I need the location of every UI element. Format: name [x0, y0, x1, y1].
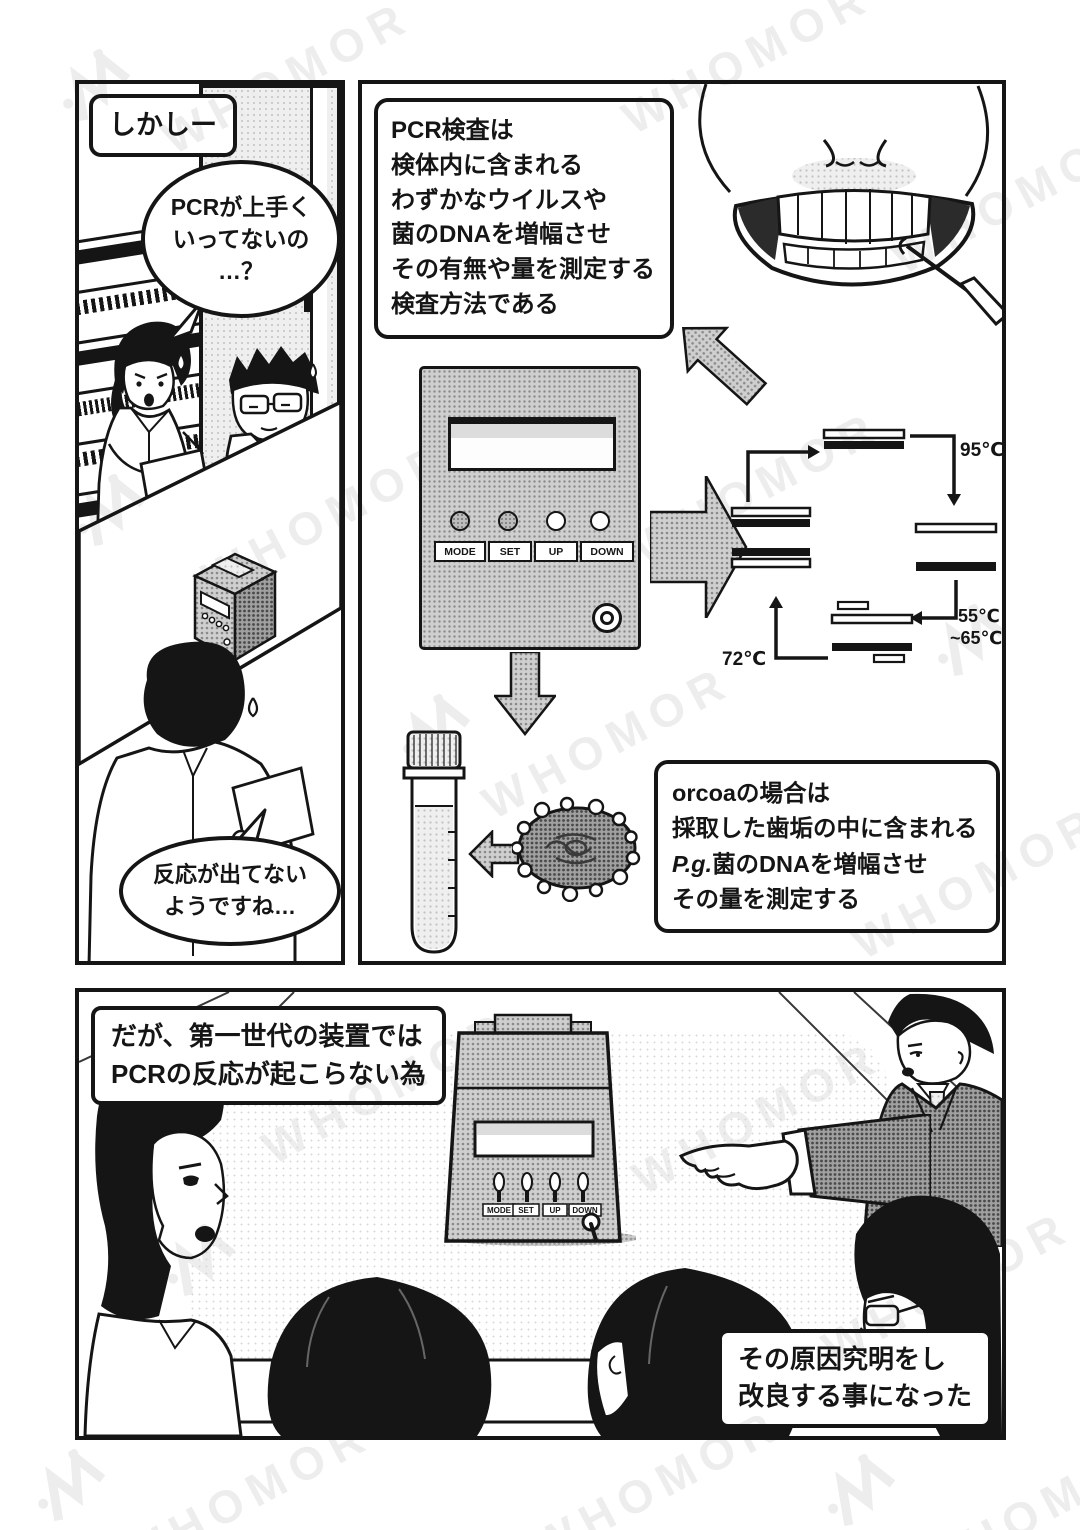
gen1-device: MODE SET UP DOWN	[444, 1013, 636, 1246]
dna-primers-annealed	[830, 600, 914, 664]
orcoa-line: 採取した歯垢の中に含まれる	[672, 815, 978, 842]
device-button-mode: MODE	[434, 541, 486, 562]
device-led	[590, 511, 610, 531]
glasses	[864, 1304, 900, 1327]
dna-duplicated-strands	[730, 506, 812, 569]
bubble-tail	[167, 298, 205, 342]
sweat-drop	[176, 353, 186, 372]
button-label: UP	[548, 545, 564, 558]
info-line: PCR検査は	[391, 117, 514, 144]
device-led	[546, 511, 566, 531]
probe-handle	[958, 276, 1002, 326]
device-led	[450, 511, 470, 531]
device-display	[200, 590, 230, 620]
pg-italic: P.g.	[672, 850, 713, 877]
arrow-down-left-icon	[681, 326, 768, 406]
device-button-up: UP	[534, 541, 578, 562]
caption-line: だが、第一世代の装置では	[111, 1021, 423, 1051]
bubble-line: いってないの	[172, 225, 310, 252]
mouth-sampling-illustration	[698, 84, 1002, 326]
bacterium-pg	[512, 796, 641, 902]
info-line: 菌のDNAを増幅させ	[391, 221, 611, 249]
caption-line: PCRの反応が起こらない為	[111, 1058, 426, 1089]
device-display	[448, 417, 616, 471]
temp-label-anneal-2: ~65℃	[950, 628, 1002, 648]
open-mouth	[195, 1226, 215, 1242]
panel-top-right: PCR検査は 検体内に含まれる わずかなウイルスや 菌のDNAを増幅させ その有…	[358, 80, 1006, 965]
face-sliver	[594, 1340, 631, 1418]
toggle-label-down: DOWN	[572, 1206, 598, 1215]
pcr-cycle-diagram: 95℃ 55℃ ~65℃ 72℃	[722, 428, 1004, 670]
tube-liquid	[415, 806, 453, 949]
pcr-info-box: PCR検査は 検体内に含まれる わずかなウイルスや 菌のDNAを増幅させ その有…	[374, 98, 674, 339]
caption-box-shikashi: しかしー	[89, 94, 237, 158]
device-button-down: DOWN	[580, 541, 634, 562]
temp-label-anneal-1: 55℃	[958, 606, 1000, 626]
arrow-down-icon	[494, 652, 556, 736]
button-label: MODE	[444, 545, 476, 558]
bubble-line: 反応が出てない	[152, 862, 307, 888]
pointing-hand	[678, 1114, 931, 1209]
toggle-label-up: UP	[549, 1206, 561, 1215]
bubble-line: PCRが上手く	[170, 193, 312, 220]
whomor-logo-watermark	[38, 1447, 106, 1522]
caption-text: しかしー	[109, 110, 217, 140]
orcoa-line: その量を測定する	[672, 885, 860, 912]
device-handle	[493, 1013, 573, 1035]
dna-separated-strands	[914, 522, 998, 571]
lower-teeth	[782, 240, 926, 270]
pcr-device-front: MODE SET UP DOWN	[419, 366, 641, 650]
caption-line: その原因究明をし	[737, 1343, 946, 1374]
bubble-line: …？	[218, 258, 264, 285]
device-led	[498, 511, 518, 531]
open-mouth	[902, 1067, 914, 1077]
info-line: 検査方法である	[391, 290, 559, 318]
toggle-switches	[493, 1172, 589, 1202]
orcoa-line: P.g.菌のDNAを増幅させ	[672, 847, 982, 882]
sweat-drop	[309, 363, 317, 380]
caption-box-improve: その原因究明をし 改良する事になった	[717, 1328, 992, 1428]
toggle-label-set: SET	[518, 1206, 534, 1215]
temp-label-extension: 72℃	[722, 649, 766, 670]
test-tube	[402, 730, 466, 954]
device-port	[592, 603, 622, 633]
pointing-finger	[678, 1139, 799, 1191]
arrow-right-icon	[650, 476, 748, 618]
whomor-logo-watermark	[828, 1452, 896, 1527]
info-line: その有無や量を測定する	[391, 256, 655, 284]
sweat-drop	[247, 697, 259, 718]
speech-bubble-no-reaction: 反応が出てない ようですね…	[119, 836, 341, 946]
orcoa-line: orcoaの場合は	[672, 780, 830, 806]
panel-top-left: しかしー	[75, 80, 345, 965]
upper-teeth	[776, 189, 932, 243]
orcoa-line-rest: 菌のDNAを増幅させ	[712, 850, 928, 877]
info-line: 検体内に含まれる	[391, 151, 583, 179]
temp-label-denature: 95℃	[960, 440, 1004, 461]
info-line: わずかなウイルスや	[391, 186, 607, 214]
ear	[608, 1355, 622, 1375]
nose	[822, 139, 888, 168]
orcoa-device-small	[192, 552, 278, 663]
tube-cap	[406, 730, 462, 770]
button-label: DOWN	[590, 545, 624, 558]
button-label: SET	[499, 545, 521, 558]
device-button-set: SET	[488, 541, 532, 562]
orcoa-info-box: orcoaの場合は 採取した歯垢の中に含まれる P.g.菌のDNAを増幅させ そ…	[654, 760, 1000, 933]
bubble-line: ようですね…	[163, 894, 296, 919]
panel-bottom: MODE SET UP DOWN	[75, 988, 1006, 1440]
toggle-label-mode: MODE	[487, 1206, 512, 1215]
back-head	[267, 1277, 492, 1436]
caption-line: 改良する事になった	[737, 1381, 972, 1412]
arrow-left-icon	[468, 830, 520, 878]
caption-box-gen1: だが、第一世代の装置では PCRの反応が起こらない為	[91, 1006, 446, 1106]
ear	[957, 1050, 964, 1065]
speech-bubble-pcr-not-working: PCRが上手く いってないの …？	[141, 160, 341, 318]
dna-double-strand	[822, 428, 906, 449]
